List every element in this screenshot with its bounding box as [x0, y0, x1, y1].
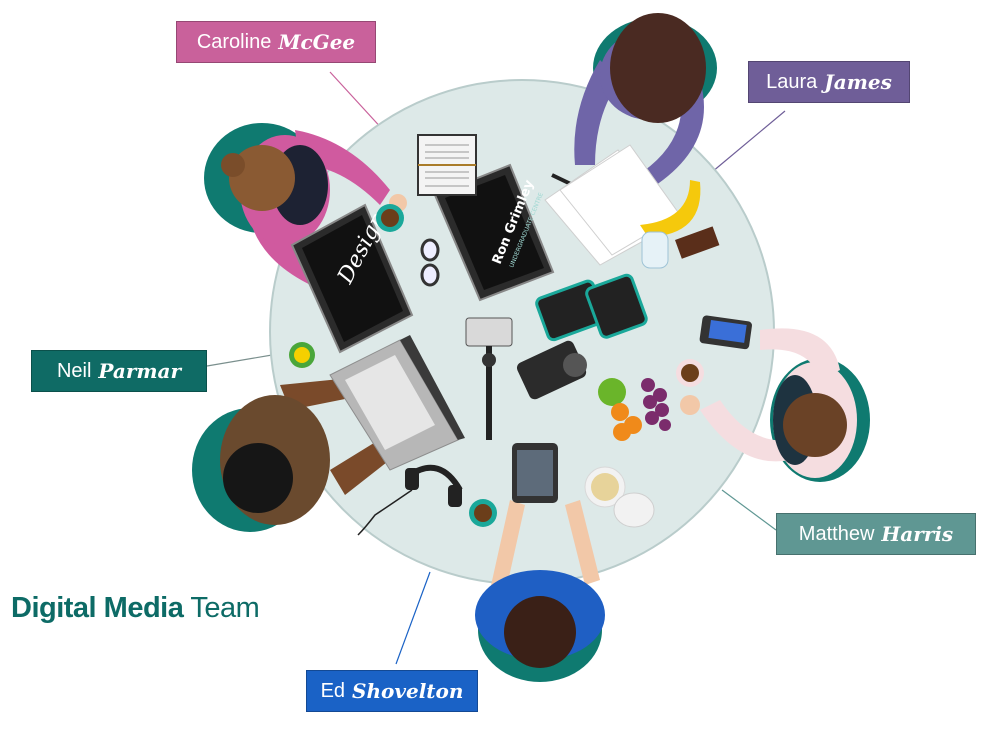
banana [640, 180, 701, 237]
phone-tripod [465, 317, 513, 440]
cup-matthew-coffee [681, 364, 699, 382]
fruit [598, 378, 671, 441]
caroline-first-name: Caroline [196, 30, 272, 53]
matthew-leader-line [721, 489, 777, 531]
cup-neil-drink [294, 347, 310, 363]
snacks [640, 180, 720, 269]
notebook [417, 134, 477, 196]
coasters [535, 273, 648, 342]
laura-figure [551, 13, 706, 205]
cereal [591, 473, 619, 501]
breakfast [584, 466, 655, 528]
neil-leader-line [206, 354, 273, 367]
neil-first-name: Neil [56, 359, 92, 382]
laptop-keyboard [345, 355, 435, 450]
glasses-lens-top [420, 238, 440, 262]
caroline-bun [221, 153, 245, 177]
neil-last-name: Parmar [98, 359, 182, 383]
coaster-2 [585, 273, 648, 339]
orange-1 [611, 403, 629, 421]
matthew-last-name: Harris [881, 522, 954, 546]
egg-plate [613, 492, 655, 528]
ed-hair [504, 596, 576, 668]
headphones [357, 464, 463, 536]
camera-lens [563, 353, 587, 377]
headphone-cup-2 [448, 485, 462, 507]
ed-arm-left [490, 500, 525, 595]
neil-name-label: Neil Parmar [31, 350, 207, 392]
ed-name-label: Ed Shovelton [306, 670, 478, 712]
matthew-hair [783, 393, 847, 457]
notebook-lines [425, 144, 469, 187]
tripod-head [482, 353, 496, 367]
caroline-hair [229, 145, 295, 211]
matthew-name-label: Matthew Harris [776, 513, 976, 555]
team-title: Digital Media Team [11, 592, 260, 625]
ed-phone-screen [517, 450, 553, 496]
grapes [641, 378, 671, 431]
laura-name-label: Laura James [748, 61, 910, 103]
tablet-screen-left [302, 215, 403, 342]
cups [289, 204, 704, 527]
ed-figure [475, 500, 605, 668]
phone-screen [708, 320, 747, 343]
grape [645, 411, 659, 425]
matthew-figure [680, 328, 857, 478]
chocolate-bar [675, 226, 720, 259]
laura-leader-line [711, 110, 786, 173]
ed-leader-line [395, 571, 431, 665]
headphone-cup-1 [405, 468, 419, 490]
orange-3 [613, 423, 631, 441]
ed-last-name: Shovelton [352, 679, 464, 703]
neil-hair [223, 443, 293, 513]
matthew-arm-lower [700, 400, 790, 462]
pear [598, 378, 626, 406]
caroline-arm [295, 130, 390, 205]
laura-first-name: Laura [766, 70, 818, 93]
matthew-first-name: Matthew [798, 522, 875, 545]
laptop-screen [400, 335, 465, 440]
ed-first-name: Ed [320, 679, 346, 702]
laura-hair [610, 13, 706, 123]
camera [516, 340, 587, 400]
team-title-regular: Team [190, 592, 260, 624]
caroline-leader-line [329, 71, 386, 133]
matthew-phone [699, 315, 752, 350]
team-title-bold: Digital Media [11, 592, 184, 624]
tablet-screen-center [445, 175, 544, 290]
tripod-phone [465, 317, 513, 347]
grape [641, 378, 655, 392]
grape [659, 419, 671, 431]
caroline-name-label: Caroline McGee [176, 21, 376, 63]
water-bottle [641, 231, 669, 269]
headphones-cable [357, 489, 413, 536]
glasses-lens-bottom [420, 263, 440, 287]
caroline-last-name: McGee [278, 30, 356, 54]
leader-lines [206, 71, 786, 665]
grape [643, 395, 657, 409]
matthew-hand [680, 395, 700, 415]
ed-arm-right [565, 500, 600, 585]
glasses [420, 238, 440, 287]
ed-phone [512, 443, 558, 503]
cup-ed-coffee [474, 504, 492, 522]
grape [653, 388, 667, 402]
laura-last-name: James [824, 70, 892, 94]
neil-figure [220, 378, 405, 525]
grape [655, 403, 669, 417]
cup-caroline-coffee [381, 209, 399, 227]
neil-laptop [329, 335, 465, 471]
